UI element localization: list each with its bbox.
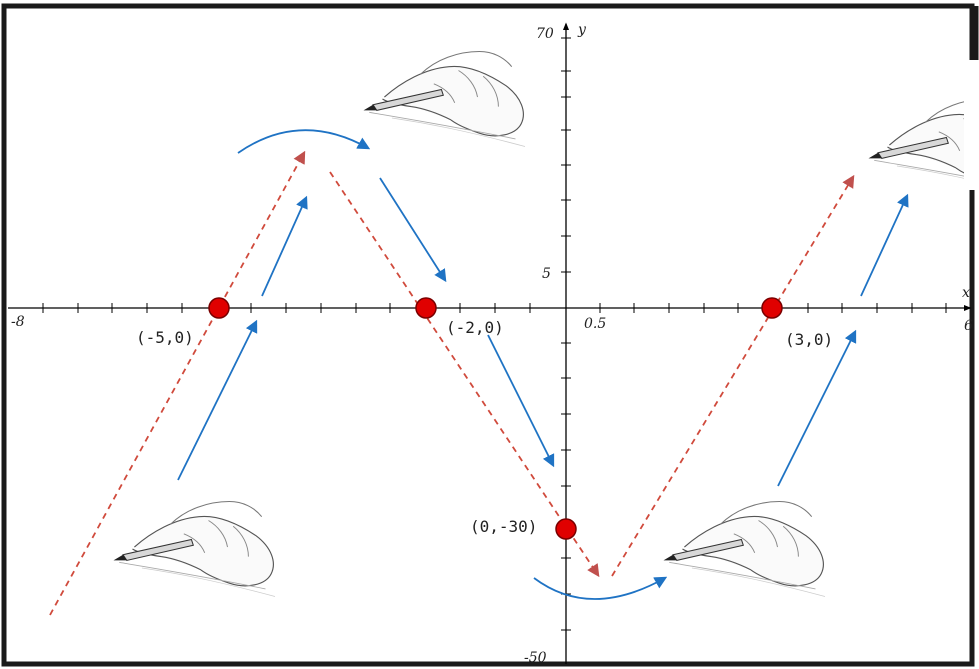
arrow-down-1 [379, 177, 447, 283]
point-label-2: (-2,0) [446, 318, 504, 337]
point-label-4: (0,-30) [470, 517, 537, 536]
arrow-up-1 [177, 319, 258, 481]
y-axis-label: y [577, 22, 587, 38]
x-scale-label: 0.5 [584, 316, 606, 332]
point-label-3: (3,0) [785, 330, 833, 349]
point-x-intercept-3 [761, 297, 783, 319]
key-points [208, 297, 783, 540]
arrow-valley-curve [533, 576, 668, 600]
y-mid-label: 5 [542, 266, 551, 282]
x-max-label: 6 [964, 318, 973, 334]
point-y-intercept [555, 518, 577, 540]
arrow-down-2 [487, 334, 555, 468]
x-min-label: -8 [11, 314, 25, 330]
y-top-label: 70 [536, 26, 554, 42]
arrow-up-4 [860, 193, 909, 297]
arrow-up-3 [777, 329, 857, 487]
direction-arrows [177, 129, 909, 600]
x-axis-label: x [962, 285, 970, 301]
arrow-up-2 [261, 195, 308, 297]
point-x-intercept-1 [208, 297, 230, 319]
dashed-sketch-path [49, 150, 855, 616]
arrow-peak-curve [237, 129, 371, 154]
point-x-intercept-2 [415, 297, 437, 319]
point-label-1: (-5,0) [136, 328, 194, 347]
y-bottom-label: -50 [524, 650, 547, 666]
